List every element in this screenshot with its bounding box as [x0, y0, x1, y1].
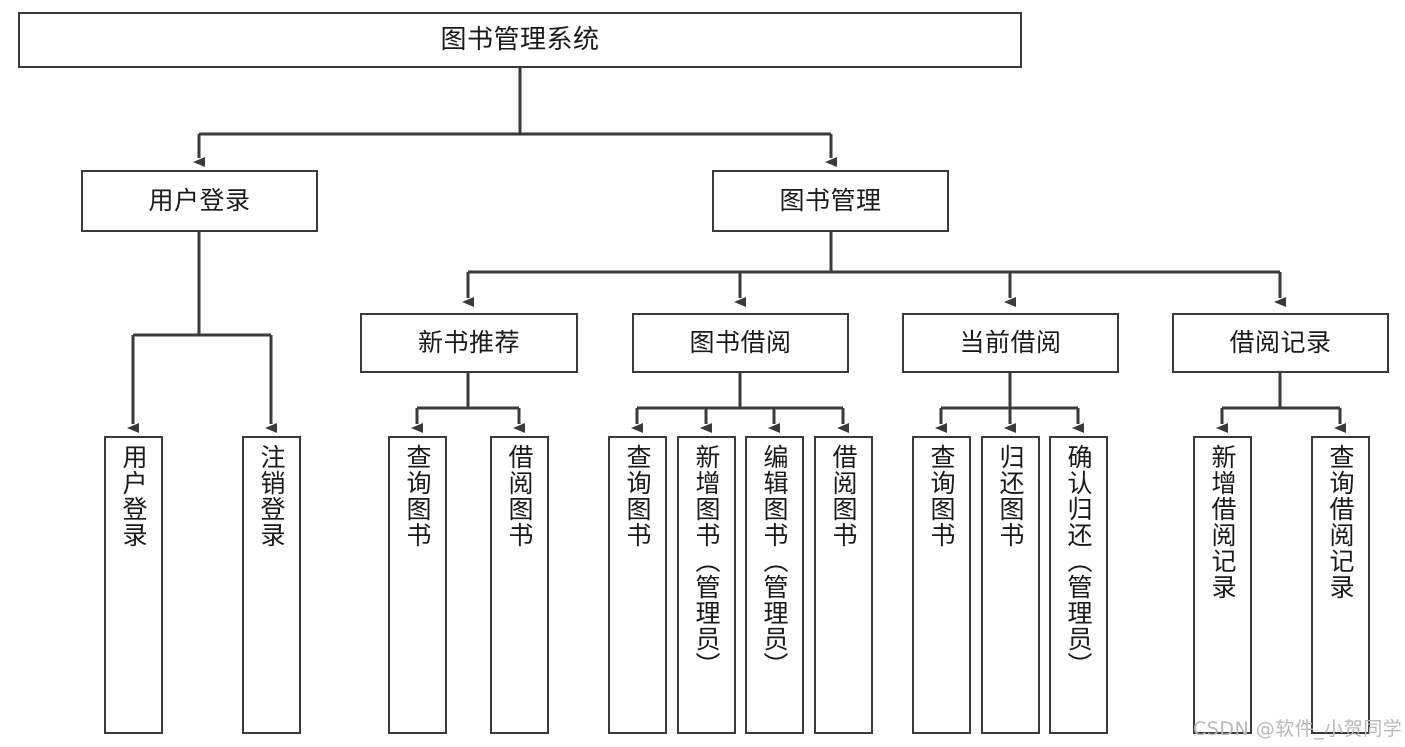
node-leaf-query-book-2-label: 查询图书: [623, 444, 652, 548]
node-leaf-borrow-book-1[interactable]: 借阅图书: [490, 436, 549, 734]
node-user-login-label: 用户登录: [148, 186, 251, 216]
node-book-borrow[interactable]: 图书借阅: [632, 313, 849, 373]
node-new-book-rec-label: 新书推荐: [417, 328, 520, 358]
node-leaf-logout-label: 注销登录: [257, 444, 286, 548]
node-leaf-return-book[interactable]: 归还图书: [981, 436, 1040, 734]
node-user-login[interactable]: 用户登录: [81, 170, 318, 232]
node-root[interactable]: 图书管理系统: [18, 12, 1022, 68]
node-leaf-query-book-1[interactable]: 查询图书: [388, 436, 447, 734]
node-current-borrow[interactable]: 当前借阅: [902, 313, 1119, 373]
node-leaf-add-book-label: 新增图书（管理员）: [692, 444, 721, 678]
node-borrow-record-label: 借阅记录: [1229, 328, 1332, 358]
node-leaf-borrow-book-2-label: 借阅图书: [829, 444, 858, 548]
node-new-book-rec[interactable]: 新书推荐: [360, 313, 578, 373]
node-leaf-user-login[interactable]: 用户登录: [104, 436, 163, 734]
node-leaf-query-book-1-label: 查询图书: [403, 444, 432, 548]
node-leaf-query-book-2[interactable]: 查询图书: [608, 436, 667, 734]
node-leaf-query-record[interactable]: 查询借阅记录: [1311, 436, 1370, 734]
node-leaf-logout[interactable]: 注销登录: [242, 436, 301, 734]
node-leaf-add-book[interactable]: 新增图书（管理员）: [677, 436, 736, 734]
node-leaf-edit-book[interactable]: 编辑图书（管理员）: [745, 436, 804, 734]
node-leaf-add-record-label: 新增借阅记录: [1208, 444, 1237, 600]
node-root-label: 图书管理系统: [440, 24, 600, 55]
node-leaf-query-book-3[interactable]: 查询图书: [912, 436, 971, 734]
node-leaf-return-book-label: 归还图书: [996, 444, 1025, 548]
node-leaf-borrow-book-2[interactable]: 借阅图书: [814, 436, 873, 734]
node-current-borrow-label: 当前借阅: [959, 328, 1062, 358]
node-leaf-user-login-label: 用户登录: [119, 444, 148, 548]
node-leaf-borrow-book-1-label: 借阅图书: [505, 444, 534, 548]
node-leaf-add-record[interactable]: 新增借阅记录: [1193, 436, 1252, 734]
node-borrow-record[interactable]: 借阅记录: [1172, 313, 1389, 373]
node-leaf-confirm-return-label: 确认归还（管理员）: [1064, 444, 1093, 678]
node-leaf-query-book-3-label: 查询图书: [927, 444, 956, 548]
node-book-borrow-label: 图书借阅: [689, 328, 792, 358]
csdn-watermark: CSDN @软件_小贺同学: [1193, 718, 1403, 740]
node-leaf-confirm-return[interactable]: 确认归还（管理员）: [1049, 436, 1108, 734]
node-leaf-edit-book-label: 编辑图书（管理员）: [760, 444, 789, 678]
node-book-manage-label: 图书管理: [779, 186, 882, 216]
node-book-manage[interactable]: 图书管理: [712, 170, 949, 232]
node-leaf-query-record-label: 查询借阅记录: [1326, 444, 1355, 600]
